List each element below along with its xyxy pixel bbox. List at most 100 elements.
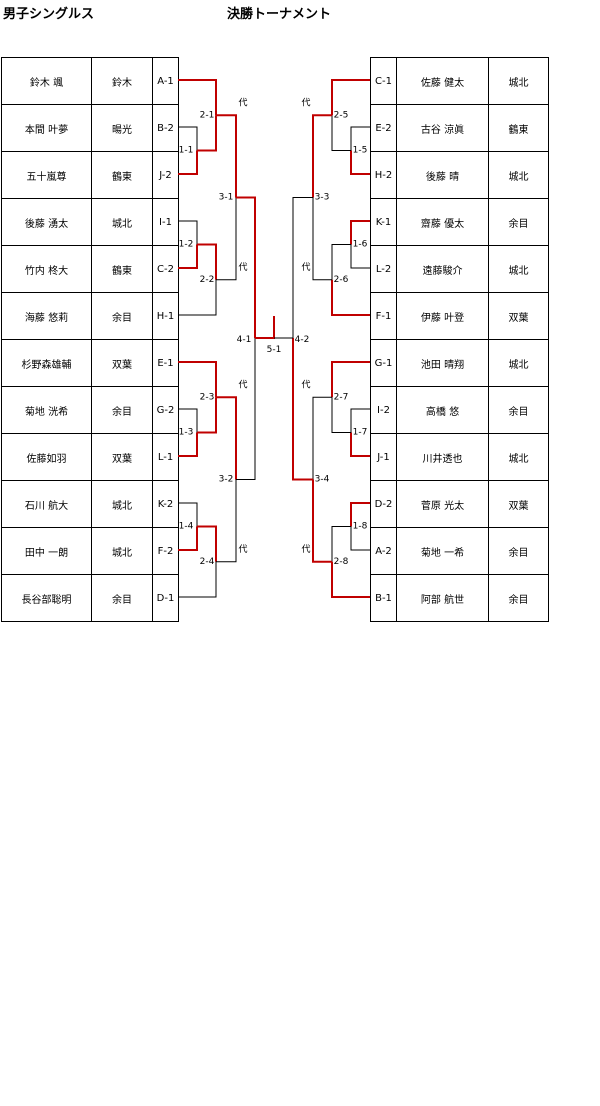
player-school: 鈴木	[91, 57, 153, 105]
match-label: 代	[238, 262, 247, 273]
player-seed: L-2	[370, 245, 397, 293]
bracket-line	[350, 432, 370, 457]
player-school: 双葉	[91, 433, 153, 481]
player-name: 菊地 洸希	[1, 386, 92, 434]
match-label: 1-3	[179, 428, 194, 438]
bracket-line	[350, 150, 370, 175]
bracket-line	[331, 397, 351, 433]
player-school: 余目	[91, 386, 153, 434]
match-label: 1-1	[179, 146, 194, 156]
bracket-line	[331, 526, 351, 562]
bracket-line	[312, 197, 332, 281]
player-school: 余目	[488, 527, 549, 575]
bracket-line	[197, 115, 217, 152]
bracket-line	[178, 150, 198, 175]
bracket-line	[178, 361, 217, 398]
player-school: 鶴東	[488, 104, 549, 152]
player-school: 余目	[488, 574, 549, 622]
bracket-line	[178, 432, 198, 457]
bracket-line	[331, 115, 351, 151]
bracket-line	[178, 526, 198, 551]
match-label: 1-6	[353, 240, 368, 250]
match-label: 代	[238, 379, 247, 390]
player-seed: J-1	[370, 433, 397, 481]
player-seed: L-1	[152, 433, 179, 481]
player-name: 鈴木 颯	[1, 57, 92, 105]
bracket-line	[178, 244, 198, 269]
player-name: 長谷部聡明	[1, 574, 92, 622]
match-label: 代	[238, 97, 247, 108]
match-label: 1-2	[179, 240, 194, 250]
bracket-line	[236, 338, 256, 480]
player-seed: K-2	[152, 480, 179, 528]
bracket-line	[350, 502, 370, 527]
page-title: 男子シングルス	[3, 7, 95, 22]
bracket-line	[350, 126, 370, 151]
player-school: 双葉	[488, 292, 549, 340]
tournament-title: 決勝トーナメント	[227, 7, 332, 22]
bracket-line	[178, 561, 217, 598]
player-seed: H-2	[370, 151, 397, 199]
bracket-line	[331, 79, 370, 116]
player-seed: B-2	[152, 104, 179, 152]
bracket-line	[350, 526, 370, 551]
match-label: 1-8	[353, 522, 368, 532]
player-name: 菊地 一希	[396, 527, 489, 575]
bracket-line	[216, 479, 237, 563]
bracket-line	[178, 279, 217, 316]
bracket-line	[197, 243, 217, 280]
bracket-line	[331, 561, 370, 598]
player-seed: C-2	[152, 245, 179, 293]
bracket-line	[178, 126, 198, 151]
match-label: 4-1	[237, 335, 252, 345]
tournament-bracket: 1-12-1代1-22-2代1-32-3代1-42-4代3-13-24-11-5…	[178, 79, 370, 598]
match-label: 2-4	[200, 557, 215, 567]
bracket-line	[292, 197, 313, 338]
match-label: 2-8	[334, 557, 349, 567]
bracket-line	[216, 114, 237, 198]
bracket-line	[331, 361, 370, 398]
bracket-line	[350, 244, 370, 269]
bracket-line	[178, 220, 198, 245]
bracket-line	[350, 220, 370, 245]
bracket-line	[197, 397, 217, 434]
bracket-line	[331, 279, 370, 316]
player-school: 余目	[91, 292, 153, 340]
bracket-line	[197, 525, 217, 562]
bracket-line	[178, 408, 198, 433]
player-name: 菅原 光太	[396, 480, 489, 528]
player-name: 海藤 悠莉	[1, 292, 92, 340]
bracket-line	[331, 244, 351, 280]
player-name: 高橋 悠	[396, 386, 489, 434]
match-label: 代	[301, 544, 310, 555]
bracket-line	[236, 196, 256, 338]
match-label: 3-4	[315, 475, 330, 485]
player-name: 石川 航大	[1, 480, 92, 528]
bracket-line	[255, 316, 275, 339]
bracket-line	[178, 502, 198, 527]
match-label: 2-5	[334, 110, 349, 120]
match-label: 3-3	[315, 193, 330, 203]
bracket-line	[312, 479, 332, 563]
player-school: 城北	[488, 339, 549, 387]
player-seed: G-2	[152, 386, 179, 434]
player-name: 佐藤如羽	[1, 433, 92, 481]
player-school: 城北	[488, 433, 549, 481]
player-name: 齋藤 優太	[396, 198, 489, 246]
match-label: 1-7	[353, 428, 368, 438]
player-seed: K-1	[370, 198, 397, 246]
match-label: 2-6	[334, 275, 349, 285]
